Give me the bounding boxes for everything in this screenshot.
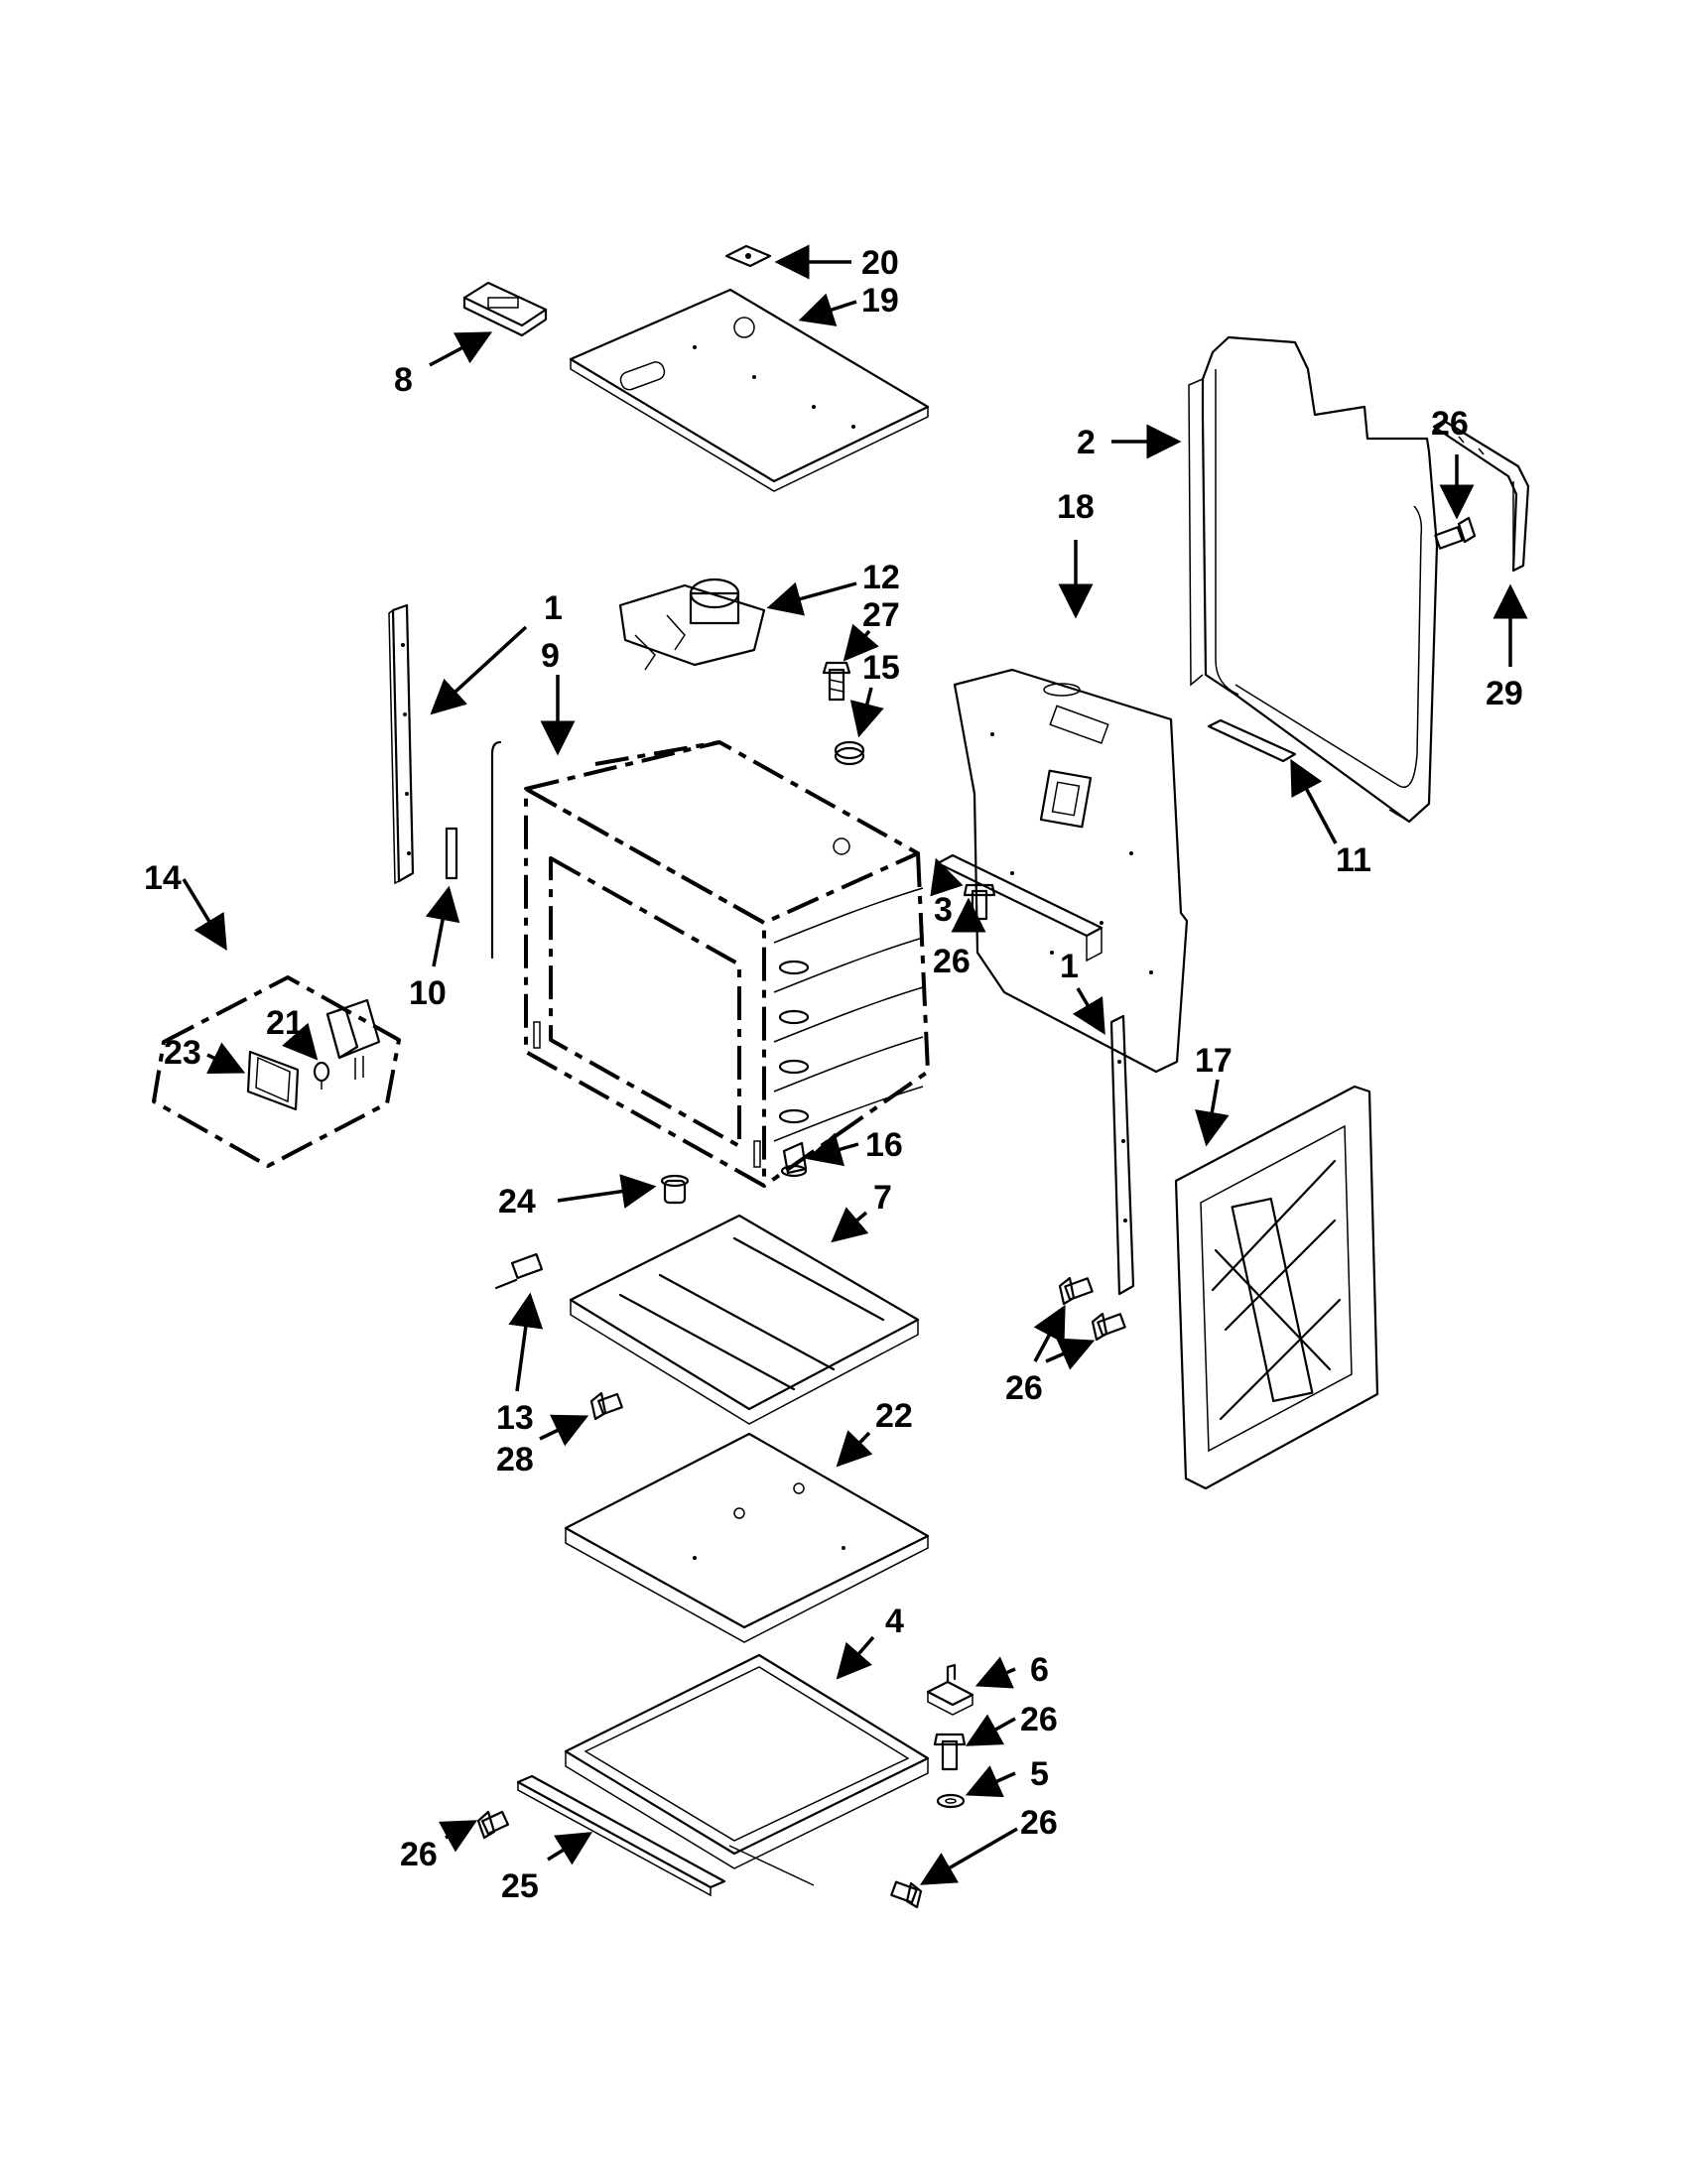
callout-26-lower-right: 26 bbox=[1020, 1701, 1058, 1738]
part-9-oven-cavity bbox=[490, 740, 930, 1188]
part-14-kit bbox=[152, 975, 401, 1168]
part-29-vent-trim bbox=[1432, 419, 1530, 573]
callout-26-right: 26 bbox=[1005, 1369, 1043, 1407]
callout-21: 21 bbox=[266, 1004, 304, 1042]
callout-27: 27 bbox=[862, 596, 900, 634]
part-14-box bbox=[325, 998, 381, 1080]
part-26-screw-upper-right bbox=[1434, 516, 1477, 550]
part-1-left-strip bbox=[388, 603, 415, 885]
callout-26-mid: 26 bbox=[933, 943, 971, 980]
part-18-rear-panel bbox=[953, 668, 1189, 1074]
callout-23: 23 bbox=[164, 1034, 201, 1072]
callout-19: 19 bbox=[861, 282, 899, 320]
part-26-screw-lower-left bbox=[476, 1810, 510, 1840]
part-12-motor-assembly bbox=[618, 578, 766, 671]
part-3-bracket bbox=[936, 853, 1103, 963]
callout-22: 22 bbox=[875, 1397, 913, 1435]
callout-4: 4 bbox=[885, 1603, 904, 1640]
callout-17: 17 bbox=[1195, 1042, 1233, 1080]
leader-lines bbox=[182, 244, 1528, 1885]
part-4-base-frame bbox=[564, 1653, 930, 1886]
callout-labels: 20 19 8 2 18 26 29 12 27 15 1 9 10 11 3 … bbox=[144, 244, 1523, 1905]
callout-29: 29 bbox=[1486, 675, 1523, 712]
callout-1-left: 1 bbox=[544, 589, 563, 627]
callout-26-upper-right: 26 bbox=[1431, 405, 1469, 443]
callout-24: 24 bbox=[498, 1183, 536, 1220]
callout-5: 5 bbox=[1030, 1755, 1049, 1793]
part-11-bar bbox=[1207, 718, 1297, 763]
part-16-knob bbox=[780, 1141, 808, 1178]
callout-16: 16 bbox=[865, 1126, 903, 1164]
callout-3: 3 bbox=[934, 891, 953, 929]
part-26-screw-right-2 bbox=[1091, 1312, 1126, 1342]
part-21-clip bbox=[313, 1061, 330, 1090]
part-23-cover bbox=[246, 1050, 300, 1111]
part-26-screw-right-lower bbox=[933, 1733, 967, 1771]
callout-13: 13 bbox=[496, 1399, 534, 1437]
part-28-screw bbox=[589, 1391, 623, 1421]
callout-18: 18 bbox=[1057, 488, 1095, 526]
part-10-small-strip bbox=[445, 827, 458, 880]
part-27-screw bbox=[822, 661, 851, 702]
callout-2: 2 bbox=[1077, 424, 1096, 461]
callout-9: 9 bbox=[541, 637, 560, 675]
part-20-plate bbox=[724, 244, 772, 268]
callout-12: 12 bbox=[862, 559, 900, 596]
part-8-bracket bbox=[462, 281, 548, 337]
callout-7: 7 bbox=[873, 1179, 892, 1217]
callout-15: 15 bbox=[862, 649, 900, 687]
callout-25: 25 bbox=[501, 1867, 539, 1905]
callout-10: 10 bbox=[409, 974, 447, 1012]
part-26-screw-right-1 bbox=[1058, 1276, 1094, 1306]
part-1-right-strip bbox=[1109, 1014, 1135, 1296]
callout-26-bottom: 26 bbox=[1020, 1804, 1058, 1842]
part-5-washer bbox=[936, 1793, 966, 1809]
part-13-switch bbox=[494, 1252, 544, 1290]
callout-1-right: 1 bbox=[1060, 948, 1079, 985]
callout-6: 6 bbox=[1030, 1651, 1049, 1689]
callout-8: 8 bbox=[394, 361, 413, 399]
callout-28: 28 bbox=[496, 1441, 534, 1478]
part-6-bracket bbox=[926, 1663, 974, 1716]
part-19-top-panel bbox=[569, 288, 930, 492]
callout-26-lower-left: 26 bbox=[400, 1836, 438, 1873]
part-2-outer-wrap bbox=[1188, 335, 1439, 824]
part-17-door-frame bbox=[1174, 1085, 1379, 1490]
callout-14: 14 bbox=[144, 859, 182, 897]
part-15-disk bbox=[834, 740, 865, 766]
callout-11: 11 bbox=[1336, 841, 1371, 879]
part-7-bottom-panel bbox=[569, 1214, 920, 1425]
part-24-plug bbox=[660, 1174, 690, 1205]
part-26-screw-bottom bbox=[890, 1880, 923, 1909]
part-22-panel bbox=[564, 1432, 930, 1643]
part-25-rail bbox=[516, 1774, 726, 1897]
callout-20: 20 bbox=[861, 244, 899, 282]
